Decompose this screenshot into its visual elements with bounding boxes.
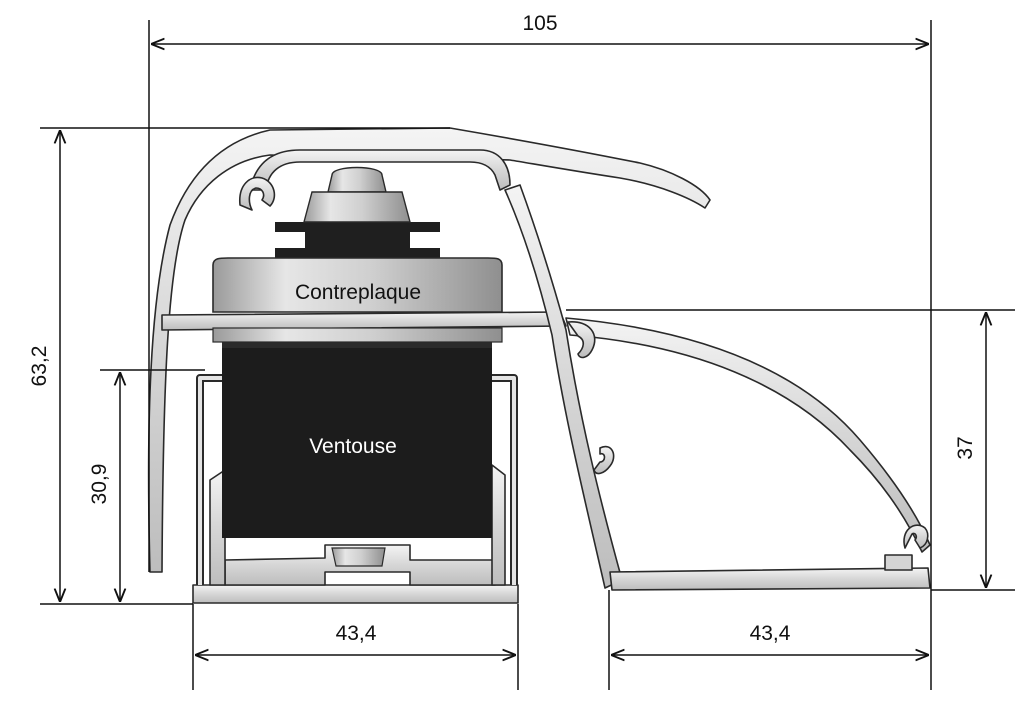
- ventouse-label: Ventouse: [309, 435, 397, 458]
- clamp-plate-top: [275, 222, 440, 232]
- contreplaque-lower-band: [212, 327, 503, 343]
- contreplaque-cylinder: [212, 257, 503, 313]
- contreplaque-assembly: Contreplaque: [212, 166, 503, 567]
- left-base-rail: [192, 584, 519, 604]
- left-curved-wall: [147, 127, 711, 573]
- right-base-rail: [609, 567, 931, 591]
- mid-hook: [593, 445, 615, 475]
- top-channel: [249, 149, 511, 191]
- bottom-right-flange: [491, 464, 506, 586]
- ventouse-body: [222, 348, 492, 538]
- diagonal-strut: [504, 184, 623, 589]
- ventouse-assembly: Ventouse: [222, 330, 492, 538]
- right-base-tab: [884, 554, 913, 571]
- horizontal-shelf: [161, 311, 567, 331]
- right-hook-bottom: [903, 524, 929, 549]
- dim-label-434-left: 43,4: [336, 622, 377, 645]
- dim-label-37: 37: [954, 436, 977, 459]
- bottom-bolt: [331, 547, 386, 567]
- contreplaque-label: Contreplaque: [295, 281, 421, 304]
- clamp-plate-bottom: [275, 248, 440, 258]
- bolt-nut: [303, 191, 411, 223]
- right-hook-top: [567, 321, 596, 359]
- dim-label-632: 63,2: [28, 346, 51, 387]
- dimension-labels: 105 63,2 30,9 37 43,4 43,4: [28, 12, 977, 645]
- top-left-hook: [239, 176, 276, 211]
- dim-label-434-right: 43,4: [750, 622, 791, 645]
- bottom-left-flange: [209, 469, 226, 586]
- dim-label-105: 105: [522, 12, 557, 35]
- bolt-head: [327, 166, 387, 193]
- dim-label-309: 30,9: [88, 464, 111, 505]
- right-curved-wing: [565, 317, 931, 553]
- dimension-lines: [40, 20, 1015, 690]
